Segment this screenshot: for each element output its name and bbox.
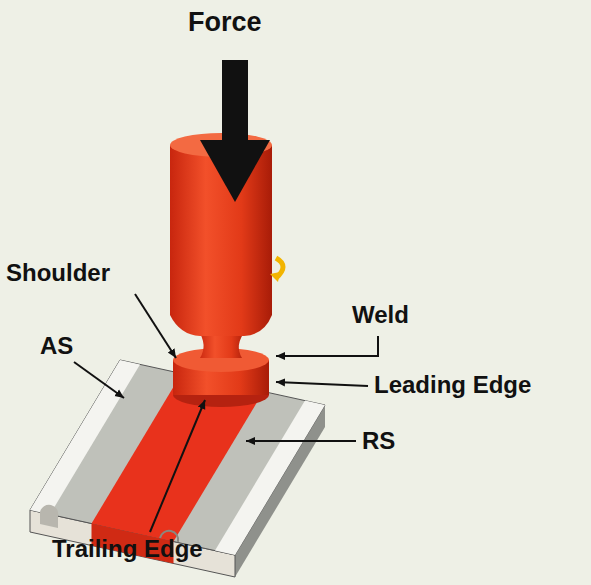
- welding-tool: [170, 133, 283, 407]
- callout-label: Shoulder: [6, 260, 110, 286]
- force-arrow: [200, 60, 270, 202]
- workpiece-plate: [30, 360, 325, 577]
- callout-label: Force: [188, 8, 262, 38]
- callout-label: Weld: [352, 302, 409, 328]
- leader-lines: [74, 294, 378, 532]
- callout-label: RS: [362, 428, 395, 454]
- callout-label: Leading Edge: [374, 372, 531, 398]
- callout-label: AS: [40, 333, 73, 359]
- callout-label: Trailing Edge: [52, 536, 203, 562]
